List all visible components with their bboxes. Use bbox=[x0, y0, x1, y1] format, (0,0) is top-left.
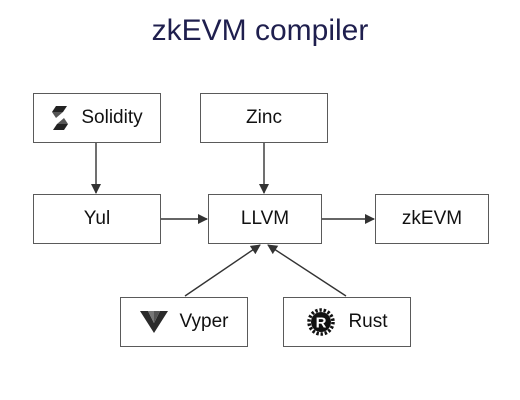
node-llvm: LLVM bbox=[208, 194, 322, 244]
node-solidity: Solidity bbox=[33, 93, 161, 143]
node-zkevm-label: zkEVM bbox=[401, 208, 463, 229]
arrow-vyper-to-llvm bbox=[184, 244, 261, 297]
arrow-rust-to-llvm bbox=[267, 244, 347, 297]
node-yul-label: Yul bbox=[83, 208, 111, 229]
node-vyper-label: Vyper bbox=[179, 311, 229, 332]
node-rust: R Rust bbox=[283, 297, 411, 347]
node-vyper: Vyper bbox=[120, 297, 248, 347]
node-zkevm: zkEVM bbox=[375, 194, 489, 244]
node-zinc: Zinc bbox=[200, 93, 328, 143]
rust-logo-icon: R bbox=[306, 307, 336, 337]
svg-text:R: R bbox=[316, 315, 327, 332]
node-zinc-label: Zinc bbox=[246, 107, 282, 128]
diagram-title: zkEVM compiler bbox=[151, 14, 369, 47]
node-yul: Yul bbox=[33, 194, 161, 244]
node-llvm-label: LLVM bbox=[240, 208, 290, 229]
vyper-logo-icon bbox=[139, 311, 168, 333]
node-rust-label: Rust bbox=[348, 311, 388, 332]
node-solidity-label: Solidity bbox=[81, 107, 143, 128]
solidity-logo-icon bbox=[51, 106, 69, 130]
